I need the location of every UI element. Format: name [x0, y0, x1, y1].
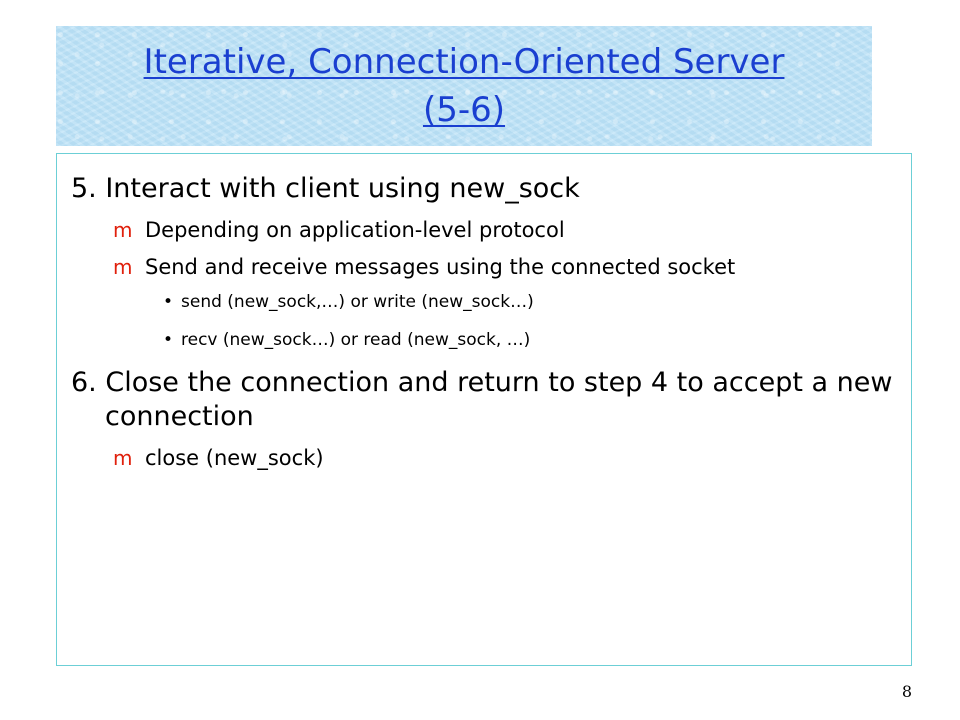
step-5-text: 5. Interact with client using new_sock	[71, 173, 580, 204]
bullet-icon: m	[113, 446, 133, 470]
slide-title-line-1: Iterative, Connection-Oriented Server	[56, 38, 872, 86]
dot-bullet-icon: •	[163, 292, 174, 312]
step-5-sub-2: m Send and receive messages using the co…	[71, 253, 897, 282]
content-box: 5. Interact with client using new_sock m…	[56, 153, 912, 666]
bullet-icon: m	[113, 218, 133, 242]
slide-title-text-2: (5-6)	[422, 90, 506, 130]
step-5-sub-1: m Depending on application-level protoco…	[71, 216, 897, 245]
bullet-icon: m	[113, 255, 133, 279]
step-6-sub-1: m close (new_sock)	[71, 444, 897, 473]
slide-title-text-1: Iterative, Connection-Oriented Server	[143, 42, 785, 82]
step-5-sub-2-text: Send and receive messages using the conn…	[145, 255, 736, 279]
step-5-code-1-text: send (new_sock,…) or write (new_sock…)	[181, 292, 534, 312]
step-5-code-2: • recv (new_sock…) or read (new_sock, …)	[71, 328, 897, 352]
step-5-sub-1-text: Depending on application-level protocol	[145, 218, 565, 242]
title-banner: Iterative, Connection-Oriented Server (5…	[56, 26, 872, 146]
slide-title-line-2: (5-6)	[56, 86, 872, 134]
page-number: 8	[901, 682, 912, 701]
step-5-code-1: • send (new_sock,…) or write (new_sock…)	[71, 290, 897, 314]
dot-bullet-icon: •	[163, 330, 174, 350]
step-6-text: 6. Close the connection and return to st…	[71, 367, 893, 432]
step-5-code-2-text: recv (new_sock…) or read (new_sock, …)	[181, 330, 531, 350]
step-6-sub-1-text: close (new_sock)	[145, 446, 324, 470]
